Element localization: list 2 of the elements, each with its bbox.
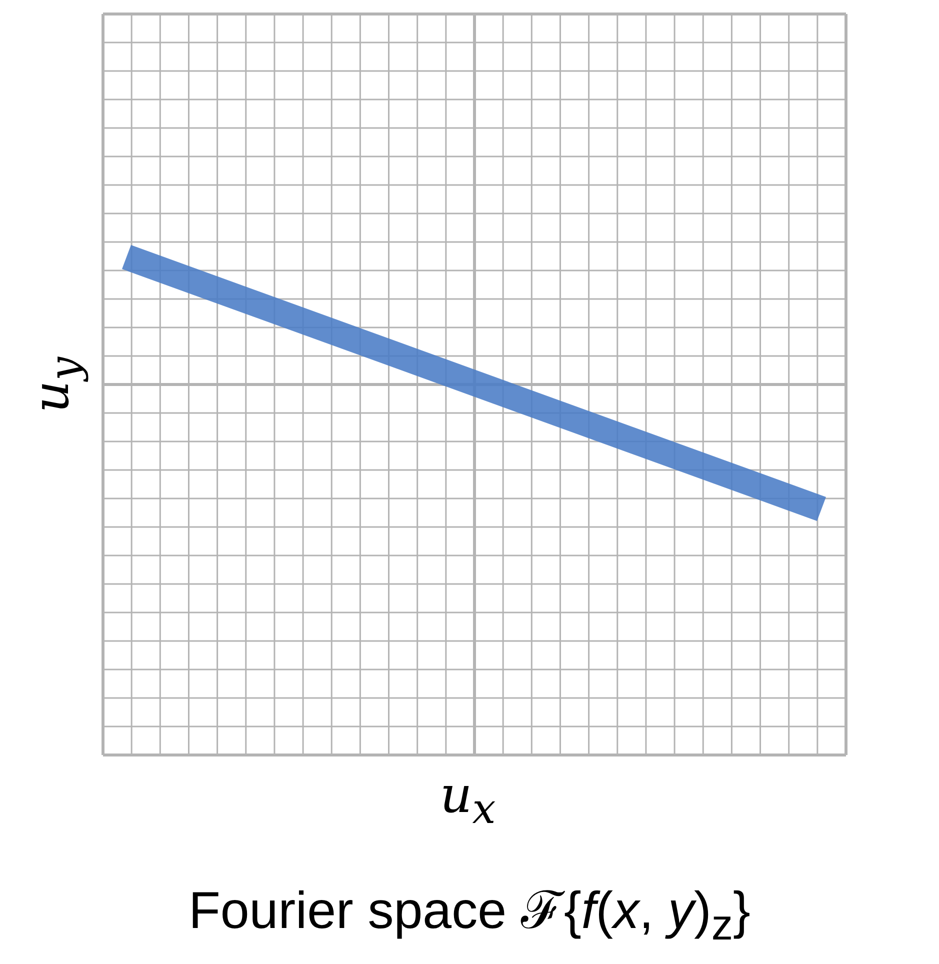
caption: Fourier space ℱ{f(x, y)$_{z}$} — [188, 881, 750, 950]
axis-label: u$_{x}$ — [440, 770, 496, 830]
